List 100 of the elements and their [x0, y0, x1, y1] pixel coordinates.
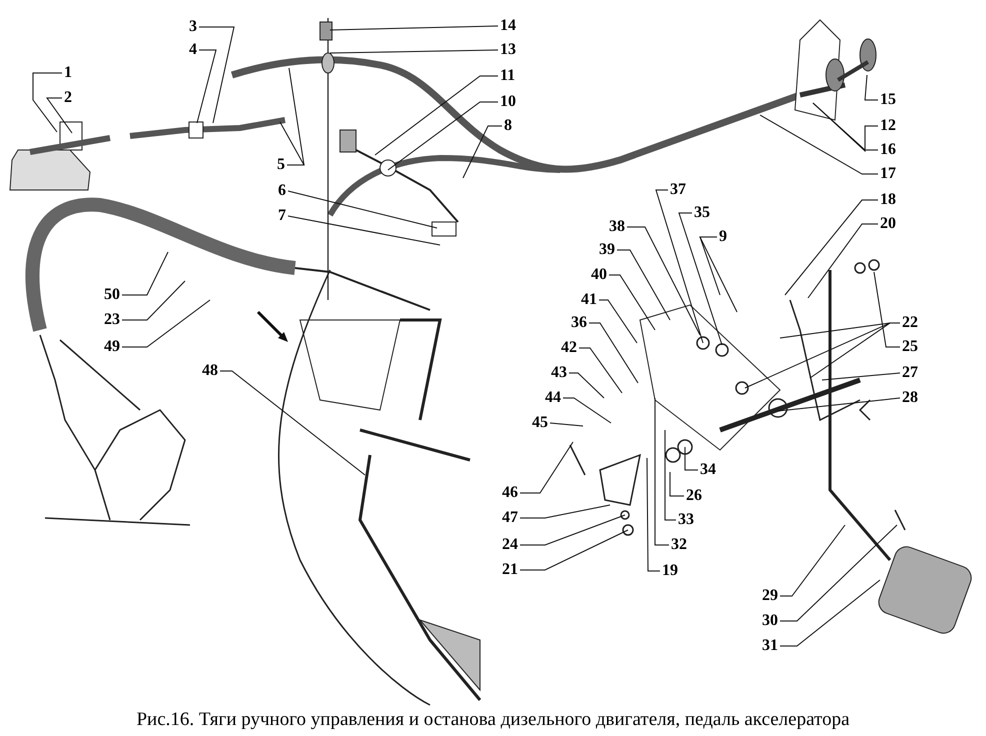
leader-line: [568, 372, 604, 398]
leader-line: [626, 226, 700, 336]
callout-number: 29: [762, 588, 778, 604]
callout-number: 14: [500, 18, 516, 34]
callout-number: 9: [719, 229, 727, 245]
leader-line: [664, 430, 676, 520]
leader-line: [462, 126, 502, 178]
leader-line: [550, 422, 584, 426]
callout-number: 22: [902, 315, 918, 331]
callout-number: 31: [762, 638, 778, 654]
callout-number: 13: [500, 42, 516, 58]
callout-number: 7: [278, 208, 286, 224]
leader-line: [616, 250, 670, 320]
callout-number: 48: [202, 363, 218, 379]
leader-line: [578, 348, 622, 394]
leader-line: [122, 252, 168, 296]
leader-line: [678, 212, 722, 346]
callout-number: 44: [545, 390, 561, 406]
leader-line: [780, 580, 880, 646]
callout-number: 32: [671, 537, 687, 553]
callout-number: 42: [561, 340, 577, 356]
callout-number: 2: [64, 90, 72, 106]
callout-number: 38: [609, 219, 625, 235]
leader-line: [32, 72, 62, 132]
leader-line: [598, 300, 638, 344]
callout-number: 24: [502, 537, 518, 553]
leader-line: [778, 398, 900, 412]
callout-number: 10: [500, 94, 516, 110]
callout-number: 39: [599, 242, 615, 258]
callout-number: 21: [502, 562, 518, 578]
leader-line: [388, 102, 498, 170]
callout-number: 27: [902, 365, 918, 381]
callout-number: 43: [551, 365, 567, 381]
callout-number: 25: [902, 339, 918, 355]
callout-number: 46: [502, 485, 518, 501]
callout-number: 15: [880, 92, 896, 108]
callout-number: 41: [581, 292, 597, 308]
callout-number: 37: [670, 182, 686, 198]
leader-line: [288, 216, 440, 246]
leader-line: [198, 26, 235, 124]
leader-line: [670, 472, 684, 496]
callout-number: 34: [700, 462, 716, 478]
leader-line: [864, 74, 878, 100]
leader-line: [699, 236, 738, 312]
callout-number: 40: [591, 267, 607, 283]
leader-line: [822, 372, 900, 380]
leader-line: [286, 68, 305, 166]
leader-line: [780, 524, 846, 596]
leader-line: [220, 370, 366, 476]
leader-line: [520, 530, 628, 570]
callout-number: 8: [504, 118, 512, 134]
callout-number: 23: [104, 312, 120, 328]
leader-line: [699, 236, 720, 296]
leader-line: [520, 504, 610, 518]
callout-number: 26: [686, 488, 702, 504]
leader-line: [760, 114, 878, 174]
leader-line: [330, 50, 498, 54]
callout-number: 33: [678, 512, 694, 528]
leader-line: [808, 224, 878, 298]
leader-line: [588, 322, 638, 384]
callout-number: 28: [902, 390, 918, 406]
callout-number: 19: [662, 563, 678, 579]
callout-number: 36: [571, 315, 587, 331]
leader-line: [46, 98, 72, 134]
callout-number: 18: [880, 192, 896, 208]
callout-number: 5: [277, 157, 285, 173]
callout-number: 1: [64, 65, 72, 81]
callout-number: 20: [880, 216, 896, 232]
leader-line: [654, 398, 670, 546]
leader-line: [374, 76, 498, 156]
leader-line: [280, 122, 305, 166]
leader-line: [608, 274, 656, 330]
leader-line: [562, 398, 612, 424]
leader-line: [874, 272, 900, 348]
callout-number: 45: [532, 415, 548, 431]
callout-number: 4: [189, 42, 197, 58]
leader-line: [520, 442, 574, 494]
leader-line: [288, 190, 438, 228]
leader-line: [196, 50, 217, 124]
leader-line: [810, 322, 900, 378]
leader-line: [122, 280, 186, 320]
callout-number: 35: [694, 205, 710, 221]
callout-number: 6: [278, 183, 286, 199]
callout-number: 3: [189, 19, 197, 35]
callout-number: 11: [500, 68, 516, 84]
callout-number: 17: [880, 166, 896, 182]
callout-number: 47: [502, 510, 518, 526]
leader-line: [684, 446, 698, 470]
leader-line: [780, 524, 898, 622]
callout-number: 30: [762, 613, 778, 629]
leader-line: [520, 514, 626, 546]
leader-line: [646, 458, 660, 572]
leader-line: [122, 300, 210, 348]
leader-line: [655, 190, 704, 344]
callout-number: 16: [880, 142, 896, 158]
callout-number: 49: [104, 339, 120, 355]
leader-line: [784, 200, 878, 296]
callout-number: 12: [880, 118, 896, 134]
figure-caption: Рис.16. Тяги ручного управления и останова дизельного двигателя, педаль акселератора: [135, 708, 851, 732]
leader-line: [330, 26, 498, 30]
